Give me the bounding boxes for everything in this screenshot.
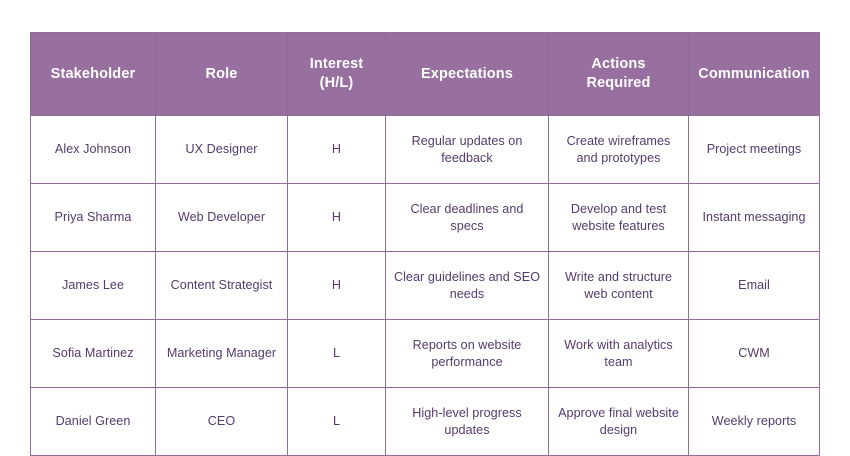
column-header-line: Actions [591, 56, 646, 73]
column-header-expectations[interactable]: Expectations [385, 32, 549, 116]
column-header-line: Expectations [420, 65, 514, 82]
cell-role: UX Designer [155, 115, 288, 184]
column-header-line: Stakeholder [50, 65, 136, 82]
cell-interest: H [287, 115, 386, 184]
cell-actions: Write and structure web content [548, 251, 689, 320]
cell-expectations: Clear guidelines and SEO needs [385, 251, 549, 320]
cell-interest: L [287, 387, 386, 456]
column-header-line: Interest [309, 56, 364, 73]
cell-stakeholder: Sofia Martinez [30, 319, 156, 388]
stakeholder-analysis-table: Stakeholder Role Interest (H/L) Expectations… [30, 32, 820, 456]
cell-communication: Instant messaging [688, 183, 820, 252]
stakeholder-table-container: Stakeholder Role Interest (H/L) Expectations… [30, 32, 820, 456]
cell-communication: CWM [688, 319, 820, 388]
cell-stakeholder: Priya Sharma [30, 183, 156, 252]
column-header-line: Communication [698, 65, 810, 82]
cell-stakeholder: Daniel Green [30, 387, 156, 456]
cell-expectations: Reports on website performance [385, 319, 549, 388]
table-header: Stakeholder Role Interest (H/L) Expectations… [30, 32, 820, 116]
column-header-stakeholder[interactable]: Stakeholder [30, 32, 156, 116]
cell-expectations: Regular updates on feedback [385, 115, 549, 184]
cell-actions: Approve final website design [548, 387, 689, 456]
column-header-line: Role [205, 65, 238, 82]
cell-communication: Project meetings [688, 115, 820, 184]
table-header-row: Stakeholder Role Interest (H/L) Expectations… [30, 32, 820, 116]
cell-role: Marketing Manager [155, 319, 288, 388]
cell-stakeholder: Alex Johnson [30, 115, 156, 184]
column-header-interest[interactable]: Interest (H/L) [287, 32, 386, 116]
cell-stakeholder: James Lee [30, 251, 156, 320]
cell-actions: Work with analytics team [548, 319, 689, 388]
cell-communication: Weekly reports [688, 387, 820, 456]
cell-interest: H [287, 251, 386, 320]
cell-actions: Create wireframes and prototypes [548, 115, 689, 184]
column-header-communication[interactable]: Communication [688, 32, 820, 116]
cell-interest: L [287, 319, 386, 388]
cell-expectations: Clear deadlines and specs [385, 183, 549, 252]
cell-actions: Develop and test website features [548, 183, 689, 252]
column-header-line: (H/L) [319, 75, 354, 91]
cell-role: CEO [155, 387, 288, 456]
column-header-role[interactable]: Role [155, 32, 288, 116]
cell-interest: H [287, 183, 386, 252]
column-header-line: Required [586, 75, 651, 91]
cell-role: Content Strategist [155, 251, 288, 320]
cell-role: Web Developer [155, 183, 288, 252]
cell-expectations: High-level progress updates [385, 387, 549, 456]
cell-communication: Email [688, 251, 820, 320]
